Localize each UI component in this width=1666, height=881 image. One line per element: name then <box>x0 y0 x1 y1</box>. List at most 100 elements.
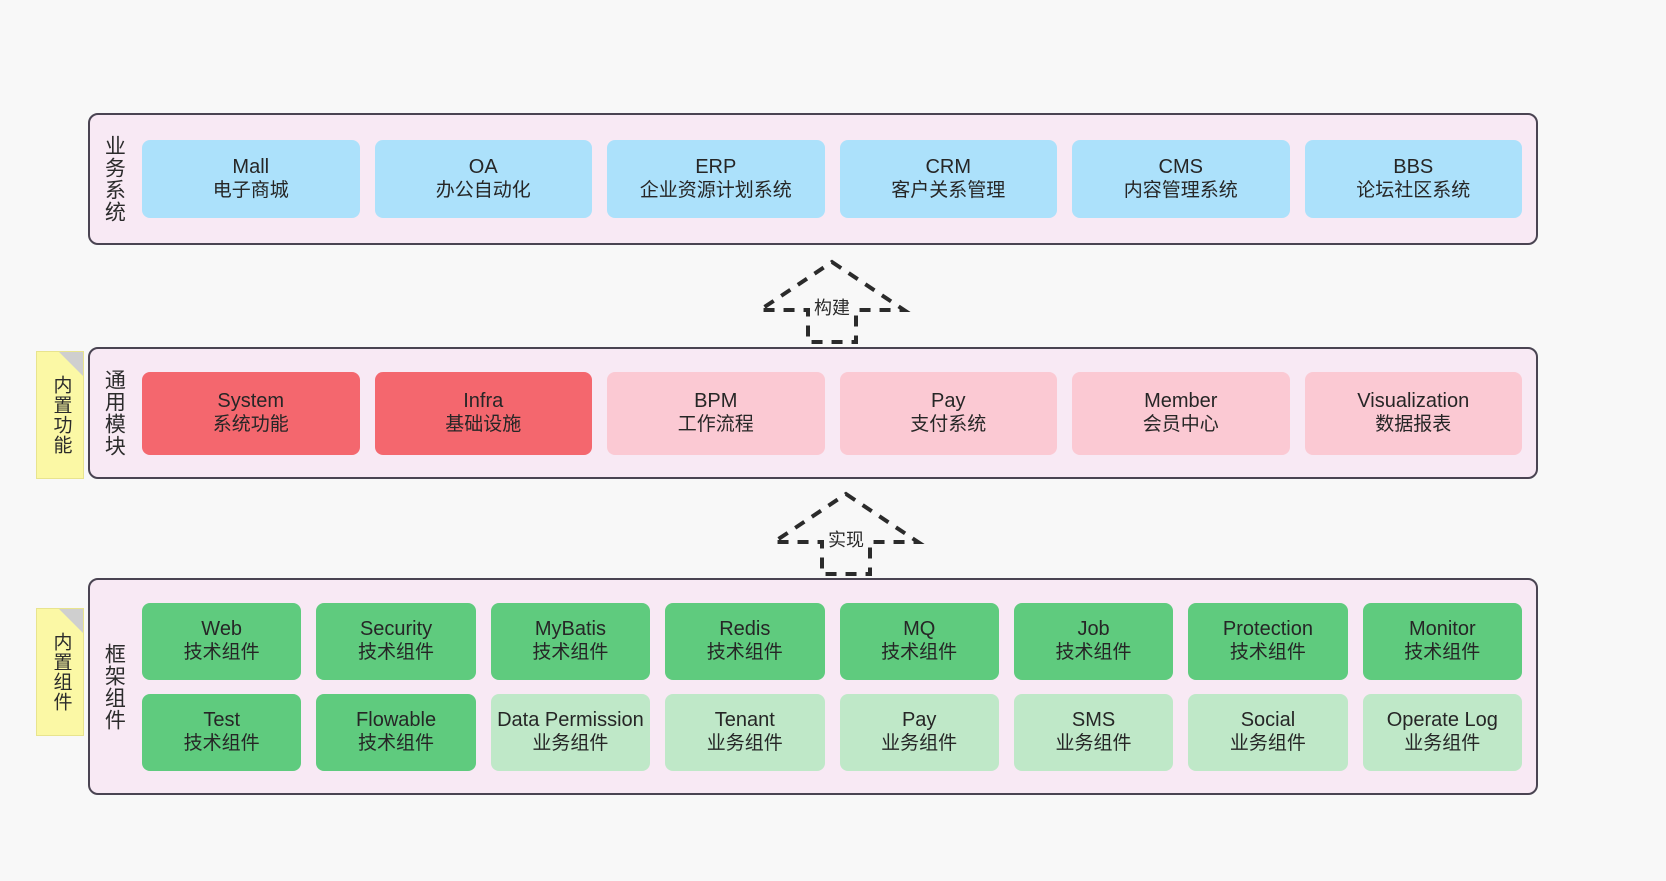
node-label-cn: 电子商城 <box>212 179 289 201</box>
node-infra[interactable]: Infra 基础设施 <box>374 371 592 455</box>
node-label-cn: 业务组件 <box>532 732 609 754</box>
node-label-cn: 办公自动化 <box>435 179 531 201</box>
note-builtin-features: 内置功能 <box>36 351 84 479</box>
node-label-en: Job <box>1077 618 1110 640</box>
node-label-en: Data Permission <box>497 709 644 731</box>
connector-implement-arrow-icon <box>767 491 925 576</box>
node-label-en: MyBatis <box>534 618 606 640</box>
node-label-cn: 技术组件 <box>1055 641 1132 663</box>
node-web[interactable]: Web 技术组件 <box>142 602 302 680</box>
layer-framework-components: 框架组件 Web 技术组件 Security 技术组件 MyBatis 技术组件… <box>88 578 1538 795</box>
node-mq[interactable]: MQ 技术组件 <box>839 602 999 680</box>
node-crm[interactable]: CRM 客户关系管理 <box>839 140 1057 218</box>
node-label-en: Tenant <box>714 709 775 731</box>
node-test[interactable]: Test 技术组件 <box>142 693 302 771</box>
node-label-en: Pay <box>901 709 937 731</box>
node-oa[interactable]: OA 办公自动化 <box>374 140 592 218</box>
node-label-cn: 内容管理系统 <box>1123 179 1238 201</box>
connector-build: 构建 <box>752 258 912 346</box>
node-monitor[interactable]: Monitor 技术组件 <box>1362 602 1522 680</box>
node-pay[interactable]: Pay 支付系统 <box>839 371 1057 455</box>
node-label-cn: 技术组件 <box>183 732 260 754</box>
node-label-cn: 技术组件 <box>1229 641 1306 663</box>
node-label-en: Infra <box>463 390 504 412</box>
node-label-en: BBS <box>1393 156 1434 178</box>
node-pay-business[interactable]: Pay 业务组件 <box>839 693 999 771</box>
node-member[interactable]: Member 会员中心 <box>1072 371 1290 455</box>
node-tenant[interactable]: Tenant 业务组件 <box>665 693 825 771</box>
node-label-en: Redis <box>719 618 771 640</box>
node-label-cn: 工作流程 <box>677 413 754 435</box>
node-mybatis[interactable]: MyBatis 技术组件 <box>490 602 651 680</box>
node-label-en: SMS <box>1071 709 1116 731</box>
node-label-en: Operate Log <box>1386 709 1498 731</box>
framework-row-business: Test 技术组件 Flowable 技术组件 Data Permission … <box>142 693 1522 771</box>
layer-body-business-systems: Mall 电子商城 OA 办公自动化 ERP 企业资源计划系统 CRM 客户关系… <box>136 115 1536 243</box>
note-label: 内置功能 <box>50 375 72 455</box>
node-bpm[interactable]: BPM 工作流程 <box>607 371 825 455</box>
connector-implement: 实现 <box>766 490 926 578</box>
node-label-cn: 技术组件 <box>532 641 609 663</box>
note-fold-corner-icon <box>59 609 83 633</box>
node-label-en: CMS <box>1158 156 1203 178</box>
node-sms[interactable]: SMS 业务组件 <box>1013 693 1174 771</box>
node-label-cn: 技术组件 <box>881 641 958 663</box>
node-security[interactable]: Security 技术组件 <box>316 602 476 680</box>
node-job[interactable]: Job 技术组件 <box>1013 602 1174 680</box>
node-protection[interactable]: Protection 技术组件 <box>1188 602 1348 680</box>
node-label-cn: 业务组件 <box>1404 732 1481 754</box>
node-system[interactable]: System 系统功能 <box>142 371 360 455</box>
node-label-en: Monitor <box>1408 618 1476 640</box>
framework-row-technical: Web 技术组件 Security 技术组件 MyBatis 技术组件 Redi… <box>142 602 1522 680</box>
node-label-cn: 业务组件 <box>881 732 958 754</box>
node-label-cn: 基础设施 <box>445 413 522 435</box>
node-label-cn: 业务组件 <box>1229 732 1306 754</box>
node-label-cn: 技术组件 <box>358 641 435 663</box>
note-label: 内置组件 <box>50 632 72 712</box>
layer-title-common-modules: 通用模块 <box>102 369 126 457</box>
node-label-cn: 数据报表 <box>1375 413 1452 435</box>
node-label-en: Test <box>203 709 241 731</box>
connector-build-label: 构建 <box>814 298 850 318</box>
node-visualization[interactable]: Visualization 数据报表 <box>1304 371 1522 455</box>
node-label-cn: 技术组件 <box>183 641 260 663</box>
node-data-permission[interactable]: Data Permission 业务组件 <box>490 693 651 771</box>
layer-title-business-systems: 业务系统 <box>102 135 126 223</box>
node-label-cn: 技术组件 <box>1404 641 1481 663</box>
node-label-cn: 业务组件 <box>1055 732 1132 754</box>
node-label-en: System <box>217 390 285 412</box>
node-label-cn: 企业资源计划系统 <box>639 179 792 201</box>
node-label-en: Protection <box>1222 618 1313 640</box>
layer-body-common-modules: System 系统功能 Infra 基础设施 BPM 工作流程 Pay 支付系统… <box>136 349 1536 477</box>
layer-business-systems: 业务系统 Mall 电子商城 OA 办公自动化 ERP 企业资源计划系统 CRM… <box>88 113 1538 245</box>
node-label-en: Flowable <box>356 709 437 731</box>
node-label-en: Visualization <box>1357 390 1470 412</box>
node-label-en: ERP <box>695 156 737 178</box>
node-erp[interactable]: ERP 企业资源计划系统 <box>607 140 825 218</box>
node-operate-log[interactable]: Operate Log 业务组件 <box>1362 693 1522 771</box>
note-fold-corner-icon <box>59 352 83 376</box>
node-social[interactable]: Social 业务组件 <box>1188 693 1348 771</box>
node-label-cn: 会员中心 <box>1142 413 1219 435</box>
node-label-cn: 系统功能 <box>212 413 289 435</box>
node-label-en: BPM <box>694 390 738 412</box>
layer-title-framework-components: 框架组件 <box>102 642 126 731</box>
layer-body-framework-components: Web 技术组件 Security 技术组件 MyBatis 技术组件 Redi… <box>136 580 1536 793</box>
node-label-en: Security <box>359 618 433 640</box>
node-redis[interactable]: Redis 技术组件 <box>665 602 825 680</box>
node-bbs[interactable]: BBS 论坛社区系统 <box>1304 140 1522 218</box>
layer-common-modules: 通用模块 System 系统功能 Infra 基础设施 BPM 工作流程 Pay… <box>88 347 1538 479</box>
node-label-en: Mall <box>232 156 270 178</box>
node-label-cn: 论坛社区系统 <box>1356 179 1471 201</box>
note-builtin-components: 内置组件 <box>36 608 84 736</box>
node-label-en: Web <box>201 618 243 640</box>
node-label-en: Pay <box>931 390 966 412</box>
connector-implement-label: 实现 <box>828 530 864 550</box>
node-mall[interactable]: Mall 电子商城 <box>142 140 360 218</box>
node-label-en: MQ <box>903 618 936 640</box>
node-label-en: Social <box>1240 709 1296 731</box>
node-label-en: Member <box>1144 390 1218 412</box>
node-cms[interactable]: CMS 内容管理系统 <box>1072 140 1290 218</box>
node-flowable[interactable]: Flowable 技术组件 <box>316 693 476 771</box>
